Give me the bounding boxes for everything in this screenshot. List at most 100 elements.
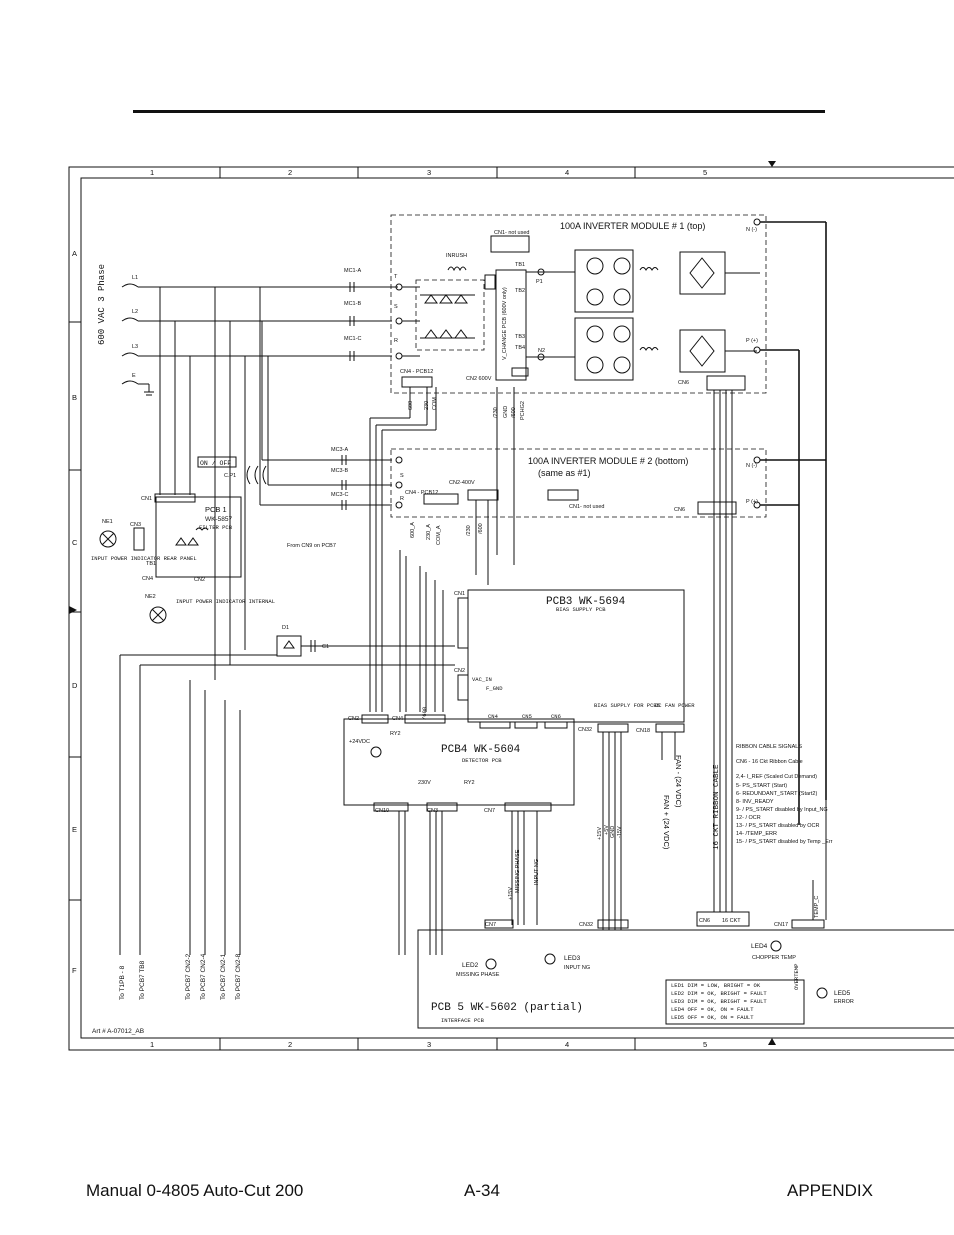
schematic-label: To PCB7 CN2-4 xyxy=(200,953,207,1000)
m1-p-term: P (+) xyxy=(746,338,758,344)
col-1-bottom: 1 xyxy=(150,1040,154,1049)
schematic-label: To PCB7 TB8 xyxy=(139,960,146,1000)
m1-cn2-230: /230 xyxy=(493,407,499,418)
row-d: D xyxy=(72,681,78,690)
module2-subtitle: (same as #1) xyxy=(538,468,591,478)
row-c: C xyxy=(72,538,78,547)
row-markers: A B C D E F xyxy=(69,249,81,975)
tb1: TB1 xyxy=(515,262,525,268)
pcb3-cn18: CN18 xyxy=(636,728,650,734)
col-4-top: 4 xyxy=(565,168,569,177)
pin-neg15v: -15V xyxy=(617,826,623,838)
led5-desc: ERROR xyxy=(834,999,854,1005)
tb4: TB4 xyxy=(515,345,525,351)
d1-label: D1 xyxy=(282,625,289,631)
pcb3-fgnd: F_GND xyxy=(486,685,503,692)
pcb1-cn4: CN4 xyxy=(142,576,153,582)
overtemp: OVERTEMP xyxy=(793,964,800,990)
led-table-box xyxy=(665,979,805,1025)
rectifier-diodes xyxy=(420,294,475,339)
wire-missing-phase: MISSING PHASE xyxy=(515,849,521,893)
led3: LED3 xyxy=(564,955,581,962)
row-e: E xyxy=(72,825,77,834)
m1-cn4: CN4 - PCB12 xyxy=(400,369,433,375)
tb1-label: TB1 xyxy=(146,561,156,567)
m1-cn2: CN2 600V xyxy=(466,376,492,382)
pin-5v: +5V xyxy=(604,825,610,835)
mc1-contactors: MC1-A MC1-B MC1-C xyxy=(344,268,398,361)
vchange-pcb xyxy=(495,269,527,381)
pcb4-cn2: CN2 xyxy=(348,716,359,722)
schematic-label: LED5 OFF = OK, ON = FAULT xyxy=(671,1014,754,1021)
line-l2: L2 xyxy=(132,309,138,315)
pcb5-cn17: CN17 xyxy=(774,922,788,928)
row-a: A xyxy=(72,249,77,258)
m2-p-term: P (+) xyxy=(746,499,758,505)
pcb5-ckt: 16 CKT xyxy=(722,918,741,924)
module2-title: 100A INVERTER MODULE # 2 (bottom) xyxy=(528,456,688,466)
m2-cn4: CN4 - PCB12 xyxy=(405,490,438,496)
pcb5-cn6: CN6 xyxy=(699,918,710,924)
pcb3-sub: BIAS SUPPLY PCB xyxy=(556,606,606,613)
line-l1: L1 xyxy=(132,275,138,281)
on-off-label: ON / OFF xyxy=(200,460,231,467)
mc3-a: MC3-A xyxy=(331,447,348,453)
pcb3-cn5: CN5 xyxy=(522,713,532,720)
schematic-label: LED4 OFF = OK, ON = FAULT xyxy=(671,1006,754,1013)
pcb5-sub: INTERFACE PCB xyxy=(441,1017,485,1024)
tb2: TB2 xyxy=(515,288,525,294)
pcb4-title: PCB4 WK-5604 xyxy=(441,744,521,756)
led4-desc: CHOPPER TEMP xyxy=(752,955,796,961)
m2-phase-s: S xyxy=(400,473,404,479)
schematic-label: LED1 DIM = LOW, BRIGHT = OK xyxy=(671,982,761,989)
bottom-wires xyxy=(398,811,538,955)
pcb5-title: PCB 5 WK-5602 (partial) xyxy=(431,1002,583,1014)
module2-internals: S R CN4 - PCB12 CN2-400V CN1- not used N… xyxy=(395,456,826,545)
m2-cn2: CN2-400V xyxy=(449,480,475,486)
phase-label: 600 VAC 3 Phase xyxy=(97,264,107,345)
phase-t: T xyxy=(394,274,398,280)
fan-plus: FAN + (24 VDC) xyxy=(662,795,671,850)
ribbon-vertical: 16 CKT RIBBON CABLE xyxy=(713,764,721,850)
schematic-label: 13- / PS_START disabled by OCR xyxy=(736,823,819,829)
col-1-top: 1 xyxy=(150,168,154,177)
schematic-label: To T1PB - 8 xyxy=(119,965,126,1000)
module2-box xyxy=(390,448,767,518)
m2-cn6: CN6 xyxy=(674,507,685,513)
led2: LED2 xyxy=(462,962,479,969)
col-4-bottom: 4 xyxy=(565,1040,569,1049)
pcb3-cn4: CN4 xyxy=(488,713,499,720)
pcb3-cn6: CN6 xyxy=(551,713,561,720)
vchange-label: V_CHANGE PCB (600V only) xyxy=(502,287,508,360)
pcb3-cn1: CN1 xyxy=(454,591,465,597)
pcb1-box xyxy=(155,496,242,578)
tb3: TB3 xyxy=(515,334,525,340)
pcb1-part: WK-5857 xyxy=(205,516,232,523)
from-cn9: From CN9 on PCB7 xyxy=(287,543,336,549)
pcb3-pin-600: /600 xyxy=(421,707,428,720)
ry2-a: RY2 xyxy=(390,731,401,737)
pcb1-cn1: CN1 xyxy=(141,496,152,502)
mc3-b: MC3-B xyxy=(331,468,348,474)
inner-frame xyxy=(80,177,954,1039)
m2-pin-230a: 230_A xyxy=(426,524,432,540)
col-2-top: 2 xyxy=(288,168,292,177)
pcb3-bias-for: BIAS SUPPLY FOR PCB5 xyxy=(594,702,660,709)
pcb3-cn2: CN2 xyxy=(454,668,465,674)
row-f: F xyxy=(72,966,77,975)
mc1-a: MC1-A xyxy=(344,268,361,274)
pcb3-box xyxy=(467,589,685,723)
col-5-top: 5 xyxy=(703,168,707,177)
pcb3-vac: VAC_IN xyxy=(472,676,492,683)
col-3-top: 3 xyxy=(427,168,431,177)
m1-pin-com: COM xyxy=(432,397,438,410)
schematic-label: 6- REDUNDANT_START (Start2) xyxy=(736,791,817,797)
ne1-label: NE1 xyxy=(102,519,113,525)
pcb4-sub: DETECTOR PCB xyxy=(462,757,502,764)
pcb5-cn7: CN7 xyxy=(485,922,496,928)
led4: LED4 xyxy=(751,943,768,950)
footer-page: A-34 xyxy=(464,1181,500,1200)
row-b: B xyxy=(72,393,77,402)
m2-pin-coma: COM_A xyxy=(436,525,442,545)
p1: P1 xyxy=(536,279,543,285)
